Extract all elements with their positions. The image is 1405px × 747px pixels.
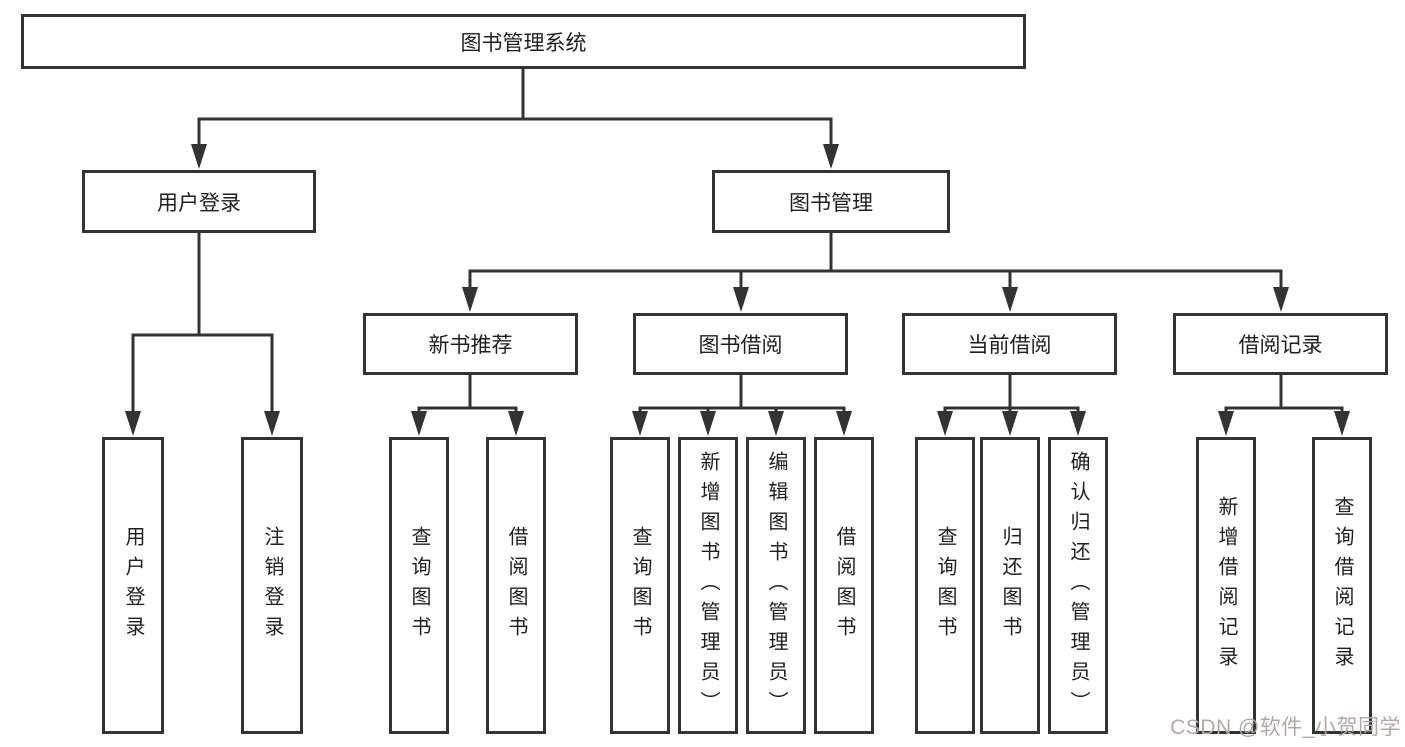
node-root: 图书管理系统 bbox=[21, 14, 1026, 69]
node-current-borrow: 当前借阅 bbox=[902, 313, 1117, 375]
leaf-borrow-books-borrow: 借阅图书 bbox=[814, 437, 874, 734]
leaf-query-borrow-record-label: 查询借阅记录 bbox=[1331, 495, 1353, 676]
leaf-return-book: 归还图书 bbox=[980, 437, 1040, 734]
node-book-management: 图书管理 bbox=[712, 170, 950, 233]
leaf-borrow-books-recommend-label: 借阅图书 bbox=[505, 525, 527, 646]
leaf-confirm-return-admin: 确认归还（管理员） bbox=[1048, 437, 1108, 734]
node-borrow-records-label: 借阅记录 bbox=[1238, 334, 1323, 357]
leaf-logout-label: 注销登录 bbox=[261, 525, 283, 646]
leaf-query-books-borrow-label: 查询图书 bbox=[629, 525, 651, 646]
node-borrow-records: 借阅记录 bbox=[1173, 313, 1388, 375]
leaf-add-book-admin: 新增图书（管理员） bbox=[678, 437, 738, 734]
leaf-borrow-books-borrow-label: 借阅图书 bbox=[833, 525, 855, 646]
leaf-borrow-books-recommend: 借阅图书 bbox=[486, 437, 546, 734]
leaf-add-borrow-record-label: 新增借阅记录 bbox=[1215, 495, 1237, 676]
leaf-logout: 注销登录 bbox=[241, 437, 303, 734]
leaf-query-books-borrow: 查询图书 bbox=[610, 437, 670, 734]
leaf-edit-book-admin: 编辑图书（管理员） bbox=[746, 437, 806, 734]
leaf-user-login: 用户登录 bbox=[102, 437, 164, 734]
node-user-login-label: 用户登录 bbox=[157, 191, 241, 215]
leaf-return-book-label: 归还图书 bbox=[999, 525, 1021, 646]
leaf-confirm-return-admin-label: 确认归还（管理员） bbox=[1067, 450, 1089, 721]
node-book-borrow-label: 图书借阅 bbox=[698, 334, 783, 357]
node-root-label: 图书管理系统 bbox=[460, 31, 587, 55]
watermark: CSDN @软件_小贺同学 bbox=[1170, 716, 1401, 739]
leaf-add-borrow-record: 新增借阅记录 bbox=[1196, 437, 1256, 734]
leaf-query-books-current: 查询图书 bbox=[915, 437, 975, 734]
node-book-borrow: 图书借阅 bbox=[633, 313, 848, 375]
arrowheads bbox=[125, 144, 1350, 436]
leaf-user-login-label: 用户登录 bbox=[122, 525, 144, 646]
leaf-query-borrow-record: 查询借阅记录 bbox=[1312, 437, 1372, 734]
leaf-edit-book-admin-label: 编辑图书（管理员） bbox=[765, 450, 787, 721]
node-book-management-label: 图书管理 bbox=[789, 191, 873, 215]
leaf-add-book-admin-label: 新增图书（管理员） bbox=[697, 450, 719, 721]
node-new-book-recommend: 新书推荐 bbox=[363, 313, 578, 375]
leaf-query-books-recommend-label: 查询图书 bbox=[408, 525, 430, 646]
leaf-query-books-current-label: 查询图书 bbox=[934, 525, 956, 646]
node-current-borrow-label: 当前借阅 bbox=[967, 334, 1052, 357]
leaf-query-books-recommend: 查询图书 bbox=[389, 437, 449, 734]
node-new-book-recommend-label: 新书推荐 bbox=[428, 334, 513, 357]
node-user-login: 用户登录 bbox=[82, 170, 316, 233]
